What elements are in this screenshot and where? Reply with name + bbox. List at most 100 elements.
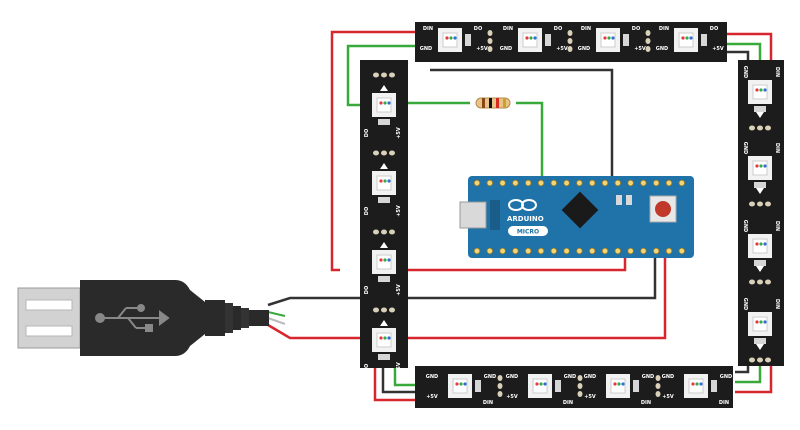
pin-label-din: DIN xyxy=(503,26,513,32)
usb-cable xyxy=(17,280,269,356)
pin-label-gnd: GND xyxy=(426,374,438,380)
header-pin xyxy=(499,247,506,255)
solder-pads xyxy=(749,279,771,285)
header-pin xyxy=(653,247,660,255)
solder-pads xyxy=(373,72,395,78)
wire-red-top-right xyxy=(725,32,773,60)
wire-usb-green xyxy=(267,311,286,317)
pin-label-do: DO xyxy=(364,286,370,294)
pin-label-5v: +5V xyxy=(634,46,646,52)
wire-usb-red xyxy=(267,258,667,340)
header-pin xyxy=(576,179,583,187)
pin-label-gnd: GND xyxy=(578,46,590,52)
led-pixel xyxy=(372,171,396,203)
header-pin xyxy=(486,247,493,255)
led-pixel xyxy=(518,28,551,52)
pin-label-gnd: GND xyxy=(742,220,748,232)
pin-label-din: DIN xyxy=(774,221,780,231)
header-pin xyxy=(563,179,570,187)
led-pixel xyxy=(372,328,396,360)
pin-label-din: DIN xyxy=(719,400,729,406)
pin-label-5v: +5V xyxy=(476,46,488,52)
wire-red-arduino-left xyxy=(395,255,627,272)
led-pixel xyxy=(596,28,629,52)
header-pin xyxy=(601,247,609,255)
pin-label-do: DO xyxy=(364,129,370,137)
microcontroller-chip xyxy=(561,191,599,229)
pin-label-din: DIN xyxy=(563,400,573,406)
pin-label-do: DO xyxy=(632,26,640,32)
solder-pads xyxy=(487,30,493,52)
led-pixel xyxy=(372,250,396,282)
direction-arrow-icon xyxy=(756,344,764,350)
led-pixel xyxy=(684,374,717,398)
pin-label-5v: +5V xyxy=(506,394,518,400)
pin-label-din: DIN xyxy=(483,400,493,406)
arduino-infinity-logo-icon xyxy=(508,199,537,211)
led-pixel xyxy=(674,28,707,52)
solder-pads xyxy=(749,357,771,363)
header-pin xyxy=(665,247,673,255)
pin-label-gnd: GND xyxy=(642,374,654,380)
header-pin xyxy=(563,247,570,255)
header-pin xyxy=(640,247,647,255)
led-pixel xyxy=(748,234,772,266)
header-pin xyxy=(640,179,647,187)
header-pin xyxy=(550,179,557,187)
wire-usb-black xyxy=(267,258,657,307)
pin-label-gnd: GND xyxy=(584,374,596,380)
header-pin xyxy=(665,179,673,187)
header-pin xyxy=(550,247,557,255)
micro-usb-port xyxy=(459,201,487,229)
header-pin xyxy=(512,179,519,187)
pin-label-din: DIN xyxy=(581,26,591,32)
pin-label-gnd: GND xyxy=(742,66,748,78)
pin-label-gnd: GND xyxy=(742,142,748,154)
pin-label-5v: +5V xyxy=(396,127,402,139)
led-pixel xyxy=(748,156,772,188)
header-pin xyxy=(525,179,532,187)
header-pin xyxy=(678,179,685,187)
pin-label-do: DO xyxy=(474,26,482,32)
solder-pads xyxy=(655,375,661,397)
direction-arrow-icon xyxy=(380,85,388,91)
header-pin xyxy=(601,179,609,187)
header-pin xyxy=(499,179,506,187)
wire-black-bottom-left xyxy=(381,360,420,394)
wire-green-resistor-out xyxy=(516,101,544,178)
header-pin xyxy=(537,179,545,187)
pin-label-gnd: GND xyxy=(656,46,668,52)
pin-label-gnd: GND xyxy=(564,374,576,380)
pin-label-do: DO xyxy=(554,26,562,32)
pin-label-din: DIN xyxy=(641,400,651,406)
arduino-micro-board: ARDUINO MICRO xyxy=(459,176,694,258)
header-pin xyxy=(576,247,583,255)
header-pin xyxy=(653,179,660,187)
solder-pads xyxy=(577,375,583,397)
led-pixel xyxy=(448,374,481,398)
wire-black-gnd-top xyxy=(430,68,614,178)
resistor xyxy=(475,97,511,109)
pin-label-5v: +5V xyxy=(396,362,402,374)
reset-button-icon[interactable] xyxy=(649,195,677,223)
header-pin xyxy=(473,179,481,187)
pin-label-gnd: GND xyxy=(742,298,748,310)
pin-label-5v: +5V xyxy=(584,394,596,400)
solder-pads xyxy=(373,307,395,313)
led-pixel xyxy=(748,80,772,112)
pin-label-din: DIN xyxy=(659,26,669,32)
wire-green-bottom-left xyxy=(393,360,420,387)
wire-black-top-right xyxy=(725,50,750,60)
led-pixel xyxy=(438,28,471,52)
wire-red-top-left xyxy=(330,30,420,272)
led-pixel xyxy=(372,93,396,125)
pin-label-gnd: GND xyxy=(420,46,432,52)
pin-label-gnd: GND xyxy=(506,374,518,380)
pin-label-gnd: GND xyxy=(500,46,512,52)
solder-pads xyxy=(749,125,771,131)
header-pin xyxy=(473,247,481,255)
led-pixel xyxy=(748,312,772,344)
